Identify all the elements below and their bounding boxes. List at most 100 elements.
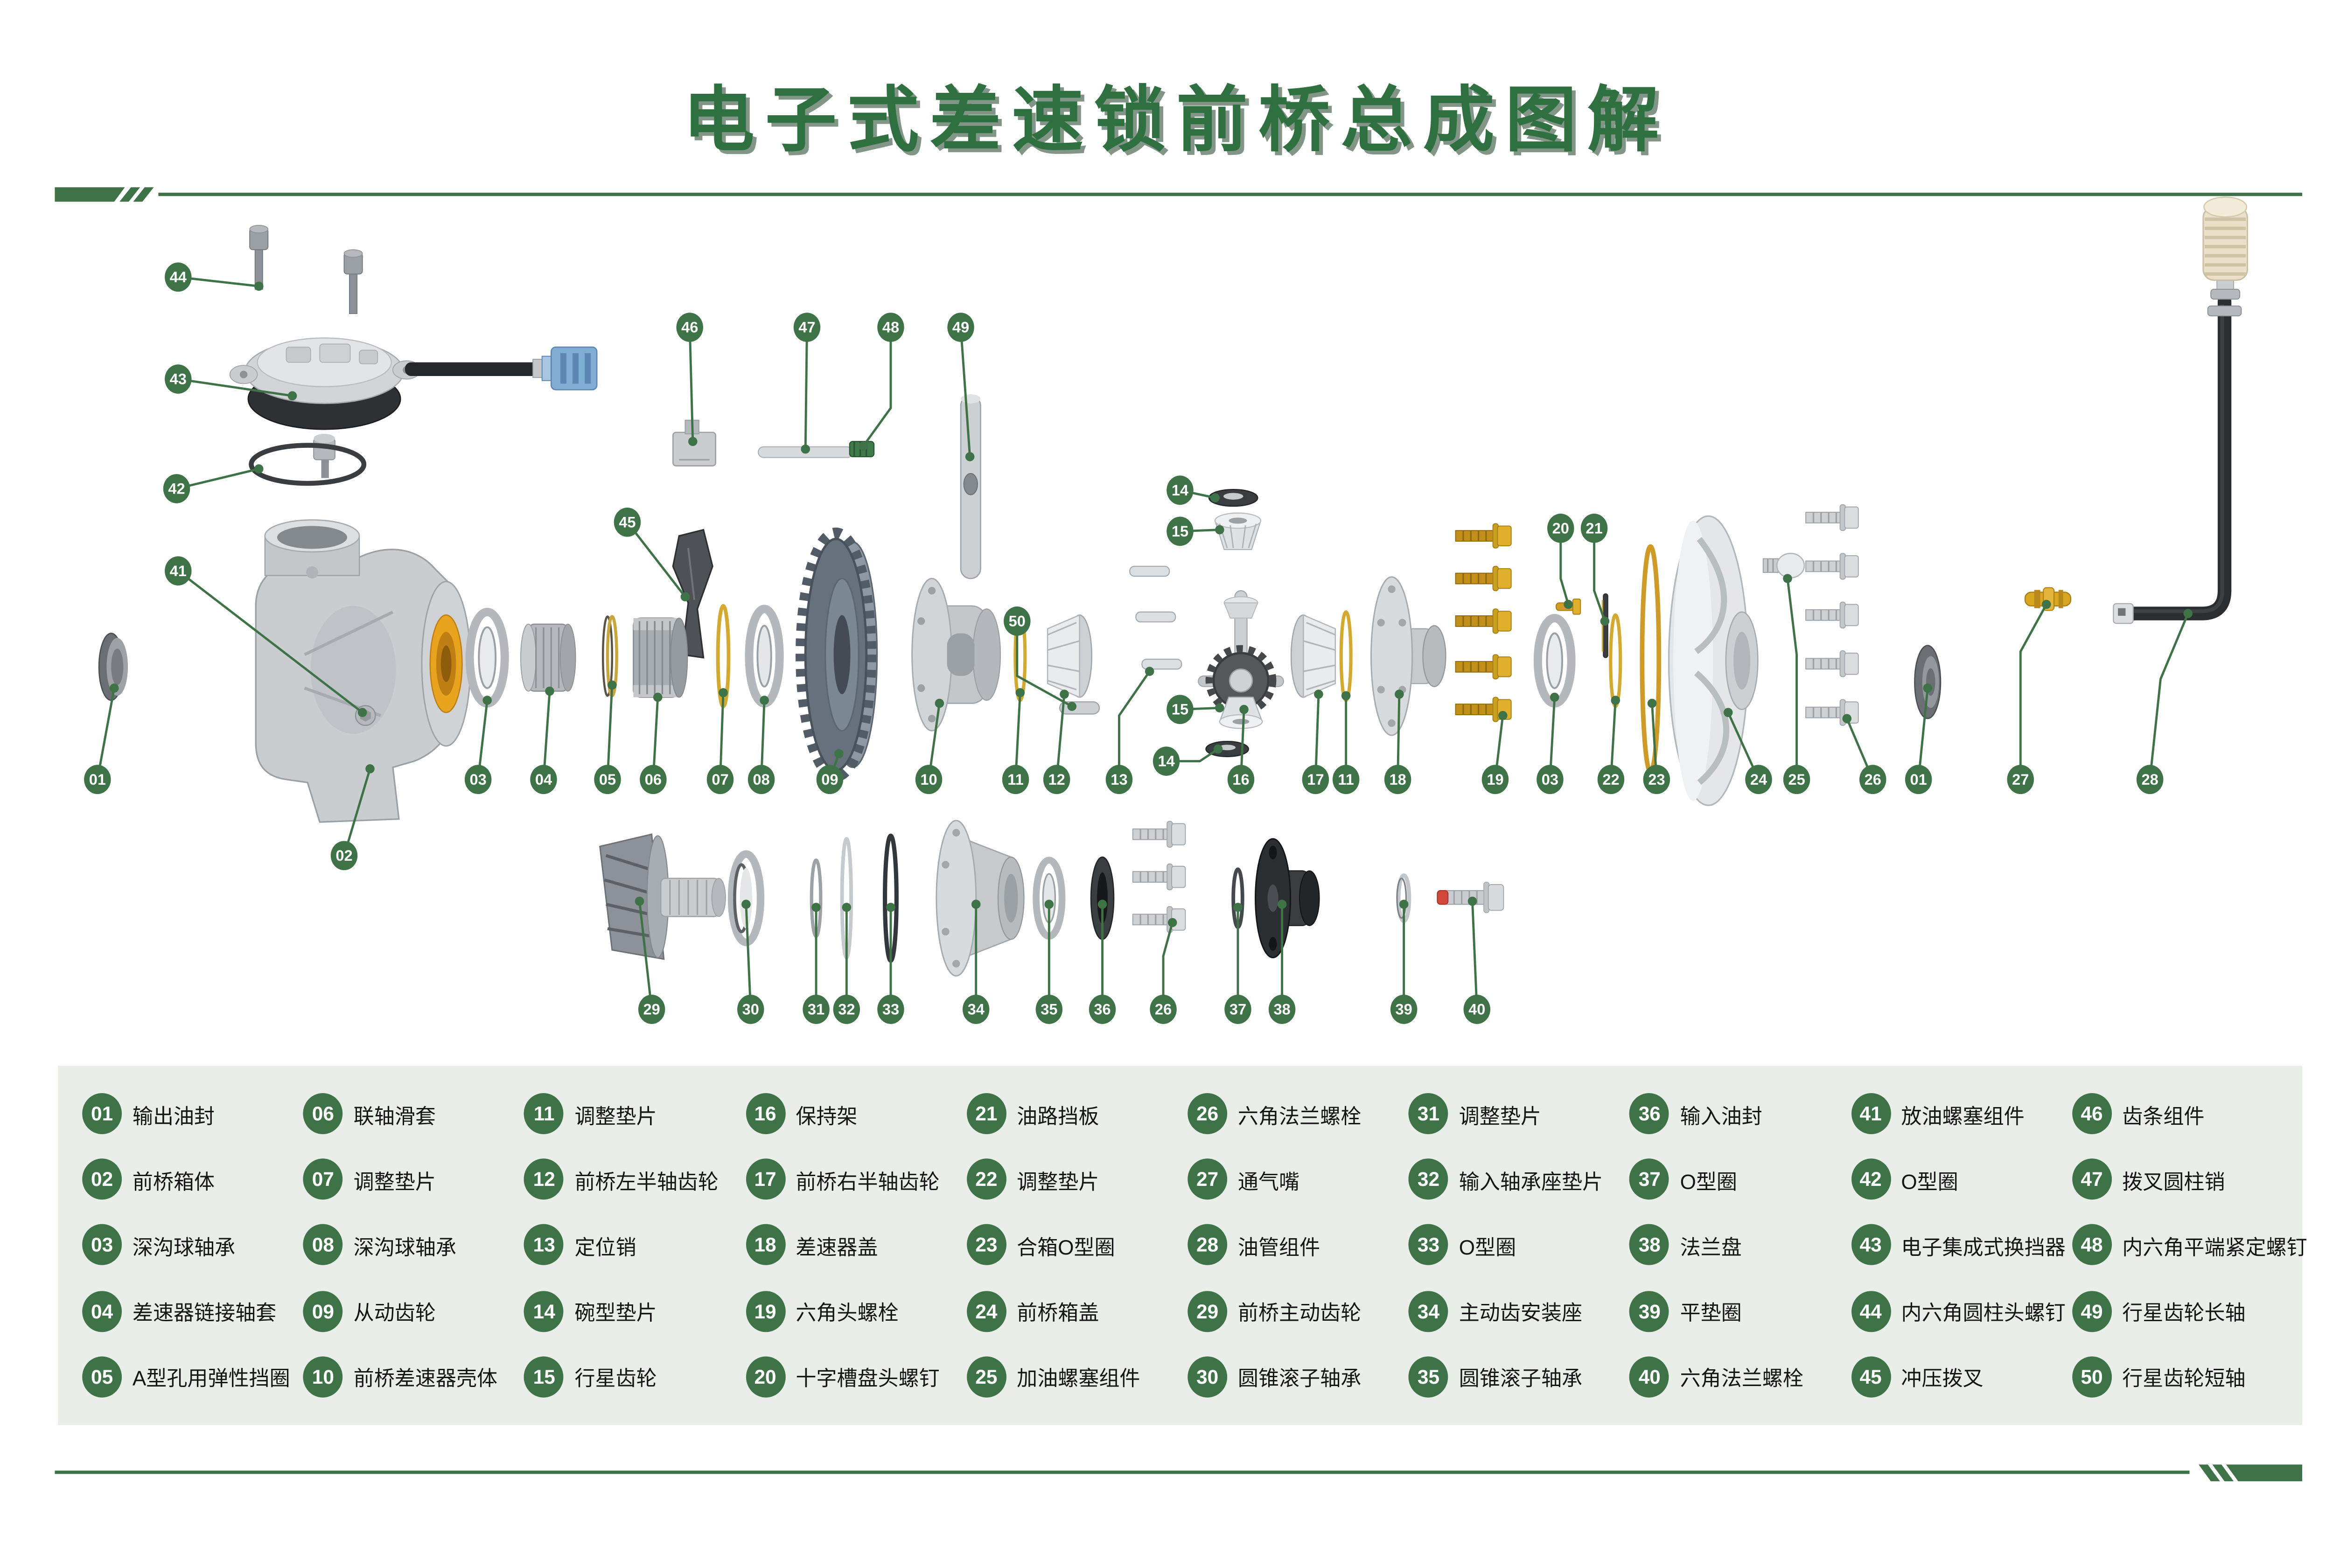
callout-badge-48 bbox=[877, 313, 904, 342]
legend-item-label: O型圈 bbox=[1901, 1170, 1958, 1193]
callout-badge-17 bbox=[1302, 765, 1329, 794]
legend-item-label: 调整垫片 bbox=[1017, 1170, 1099, 1193]
callout-badge-40 bbox=[1463, 995, 1491, 1024]
callout-number: 29 bbox=[643, 1001, 660, 1018]
callout-number: 31 bbox=[808, 1001, 824, 1018]
leader-dot bbox=[965, 452, 975, 461]
callout-badge-11 bbox=[1002, 765, 1029, 794]
leader-dot bbox=[1145, 667, 1154, 676]
legend-number-badge: 48 bbox=[2072, 1225, 2112, 1266]
bearing-03-right bbox=[1533, 613, 1576, 708]
legend-number-badge: 02 bbox=[82, 1159, 122, 1200]
callout-badge-28 bbox=[2136, 765, 2164, 794]
leader-line-48 bbox=[862, 327, 892, 447]
legend-number-badge: 07 bbox=[303, 1159, 343, 1200]
leader-dot bbox=[653, 692, 663, 702]
leader-dot bbox=[1167, 918, 1177, 927]
leader-line-43 bbox=[178, 378, 293, 397]
legend-item-label: 六角法兰螺栓 bbox=[1680, 1367, 1803, 1391]
legend-number-badge: 43 bbox=[1851, 1225, 1891, 1266]
leader-dot bbox=[859, 441, 868, 451]
legend-number-badge: 20 bbox=[745, 1356, 785, 1398]
legend-item-40: 40 六角法兰螺栓 bbox=[1629, 1344, 1848, 1410]
callout-badge-09 bbox=[816, 765, 844, 794]
callout-number: 24 bbox=[1750, 771, 1767, 788]
legend-number-badge: 24 bbox=[966, 1290, 1006, 1332]
callout-badge-25 bbox=[1783, 765, 1810, 794]
leader-line-46 bbox=[688, 327, 694, 442]
callout-badge-03 bbox=[1537, 765, 1564, 794]
legend-number-badge: 03 bbox=[82, 1225, 122, 1266]
legend-number-badge: 40 bbox=[1629, 1356, 1669, 1398]
leader-line-25 bbox=[1786, 578, 1798, 780]
leader-dot bbox=[1233, 903, 1243, 912]
legend-item-label: 输出油封 bbox=[132, 1104, 215, 1128]
right-side-gear-17 bbox=[1290, 614, 1336, 698]
legend-item-label: 调整垫片 bbox=[574, 1104, 657, 1128]
callout-number: 33 bbox=[882, 1001, 899, 1018]
oil-baffle-21 bbox=[1601, 593, 1608, 658]
bearing-03-left bbox=[465, 607, 509, 708]
callout-number: 08 bbox=[753, 771, 769, 788]
legend-number-badge: 46 bbox=[2072, 1093, 2112, 1135]
callout-number: 23 bbox=[1648, 771, 1665, 788]
leader-line-44 bbox=[178, 276, 259, 287]
callout-number: 47 bbox=[798, 319, 815, 336]
legend-item-label: 六角法兰螺栓 bbox=[1237, 1104, 1362, 1128]
leader-dot bbox=[635, 897, 644, 906]
callout-number: 04 bbox=[535, 771, 552, 788]
callout-number: 26 bbox=[1155, 1001, 1172, 1018]
callout-badge-12 bbox=[1043, 765, 1070, 794]
leader-dot bbox=[1015, 688, 1025, 697]
callout-badge-14 bbox=[1153, 746, 1180, 776]
callout-number: 35 bbox=[1041, 1001, 1057, 1018]
callout-number: 02 bbox=[335, 847, 352, 864]
legend-number-badge: 31 bbox=[1409, 1093, 1448, 1135]
callout-number: 14 bbox=[1172, 481, 1188, 499]
leader-dot bbox=[287, 391, 297, 401]
legend-item-label: 拨叉圆柱销 bbox=[2122, 1170, 2225, 1193]
callout-badge-04 bbox=[530, 765, 557, 794]
legend-item-label: 前桥主动齿轮 bbox=[1237, 1302, 1362, 1325]
callout-number: 15 bbox=[1172, 523, 1188, 540]
legend-number-badge: 35 bbox=[1409, 1356, 1448, 1398]
leader-line-20 bbox=[1559, 528, 1570, 605]
axle-housing-02 bbox=[255, 519, 471, 823]
bottom-rule-decor bbox=[55, 1464, 2302, 1482]
planet-gear-15-top bbox=[1214, 512, 1262, 551]
drive-pinion-29 bbox=[599, 833, 726, 960]
callout-badge-31 bbox=[803, 995, 830, 1024]
callout-number: 45 bbox=[619, 513, 636, 530]
legend-number-badge: 36 bbox=[1629, 1093, 1669, 1135]
callout-badge-41 bbox=[165, 556, 192, 586]
callout-number: 03 bbox=[469, 771, 486, 788]
leader-dot bbox=[1600, 616, 1610, 626]
legend-number-badge: 21 bbox=[966, 1093, 1006, 1135]
diff-link-sleeve-04 bbox=[520, 623, 576, 692]
callout-badge-08 bbox=[747, 765, 775, 794]
legend-number-badge: 06 bbox=[303, 1093, 343, 1135]
callout-badge-20 bbox=[1547, 514, 1574, 543]
leader-dot bbox=[680, 592, 690, 601]
